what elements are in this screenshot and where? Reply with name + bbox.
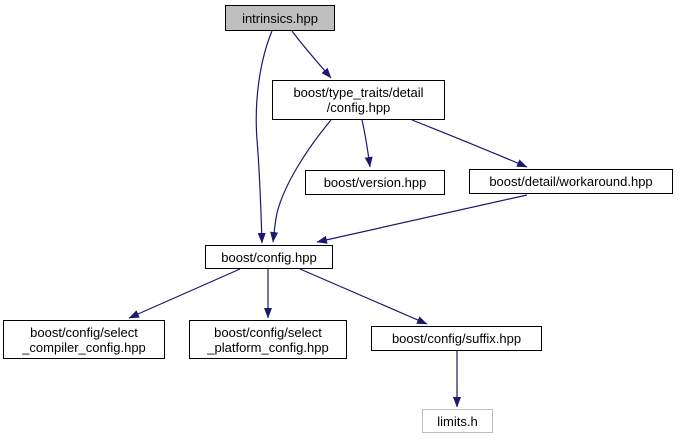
node-config[interactable]: boost/config.hpp	[205, 245, 333, 269]
edge-intrinsics-to-config	[255, 30, 273, 244]
node-suffix-label: boost/config/suffix.hpp	[391, 331, 522, 346]
node-limits-label: limits.h	[437, 413, 478, 429]
node-type-traits-config[interactable]: boost/type_traits/detail /config.hpp	[272, 80, 445, 120]
node-select-platform-config-label: boost/config/select _platform_config.hpp	[207, 324, 329, 355]
node-suffix[interactable]: boost/config/suffix.hpp	[371, 326, 542, 351]
edge-config-to-suffix	[299, 268, 428, 325]
node-type-traits-config-label: boost/type_traits/detail /config.hpp	[293, 85, 424, 115]
node-select-platform-config[interactable]: boost/config/select _platform_config.hpp	[189, 320, 347, 359]
edge-workaround-to-config	[316, 194, 528, 244]
edge-type-traits-config-to-workaround	[411, 119, 528, 168]
node-workaround-label: boost/detail/workaround.hpp	[489, 174, 653, 189]
node-version-label: boost/version.hpp	[323, 175, 427, 190]
edge-intrinsics-to-type-traits-config	[291, 30, 332, 79]
node-version[interactable]: boost/version.hpp	[305, 170, 445, 195]
node-select-compiler-config-label: boost/config/select _compiler_config.hpp	[22, 324, 146, 355]
node-select-compiler-config[interactable]: boost/config/select _compiler_config.hpp	[3, 320, 165, 359]
node-workaround[interactable]: boost/detail/workaround.hpp	[469, 169, 673, 194]
edge-config-to-select-compiler	[128, 268, 241, 319]
edge-type-traits-config-to-version	[361, 119, 373, 168]
node-intrinsics-label: intrinsics.hpp	[242, 10, 318, 26]
node-limits: limits.h	[422, 409, 493, 433]
node-intrinsics: intrinsics.hpp	[225, 5, 335, 31]
node-config-label: boost/config.hpp	[221, 249, 317, 265]
